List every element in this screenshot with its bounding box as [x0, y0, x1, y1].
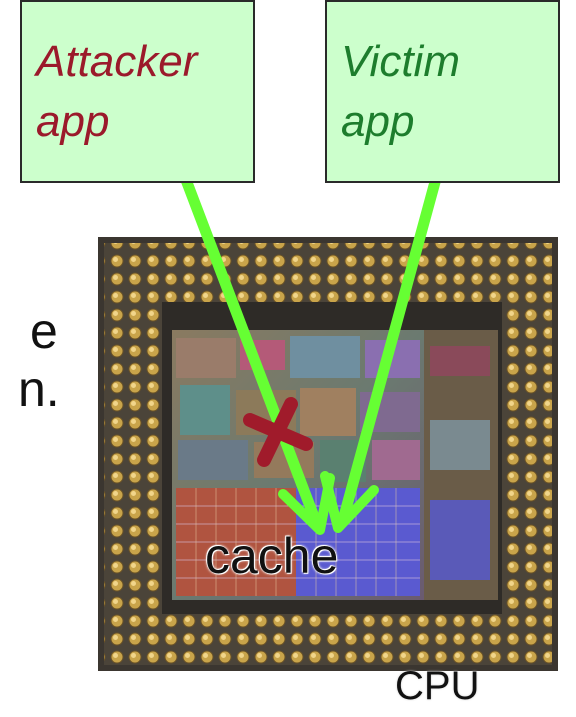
blocked-cross-icon	[243, 397, 313, 467]
attacker-app-box: Attacker app	[20, 0, 255, 183]
side-text-line-1: e	[30, 303, 58, 359]
victim-arrow	[320, 154, 447, 533]
cpu-label: CPU	[395, 664, 480, 708]
victim-app-label: Victim app	[341, 37, 460, 146]
cpu-chip	[98, 237, 558, 671]
attacker-app-label: Attacker app	[36, 37, 198, 146]
cache-label: cache	[205, 528, 339, 584]
side-text-line-2: n.	[18, 361, 60, 417]
victim-app-box: Victim app	[325, 0, 560, 183]
